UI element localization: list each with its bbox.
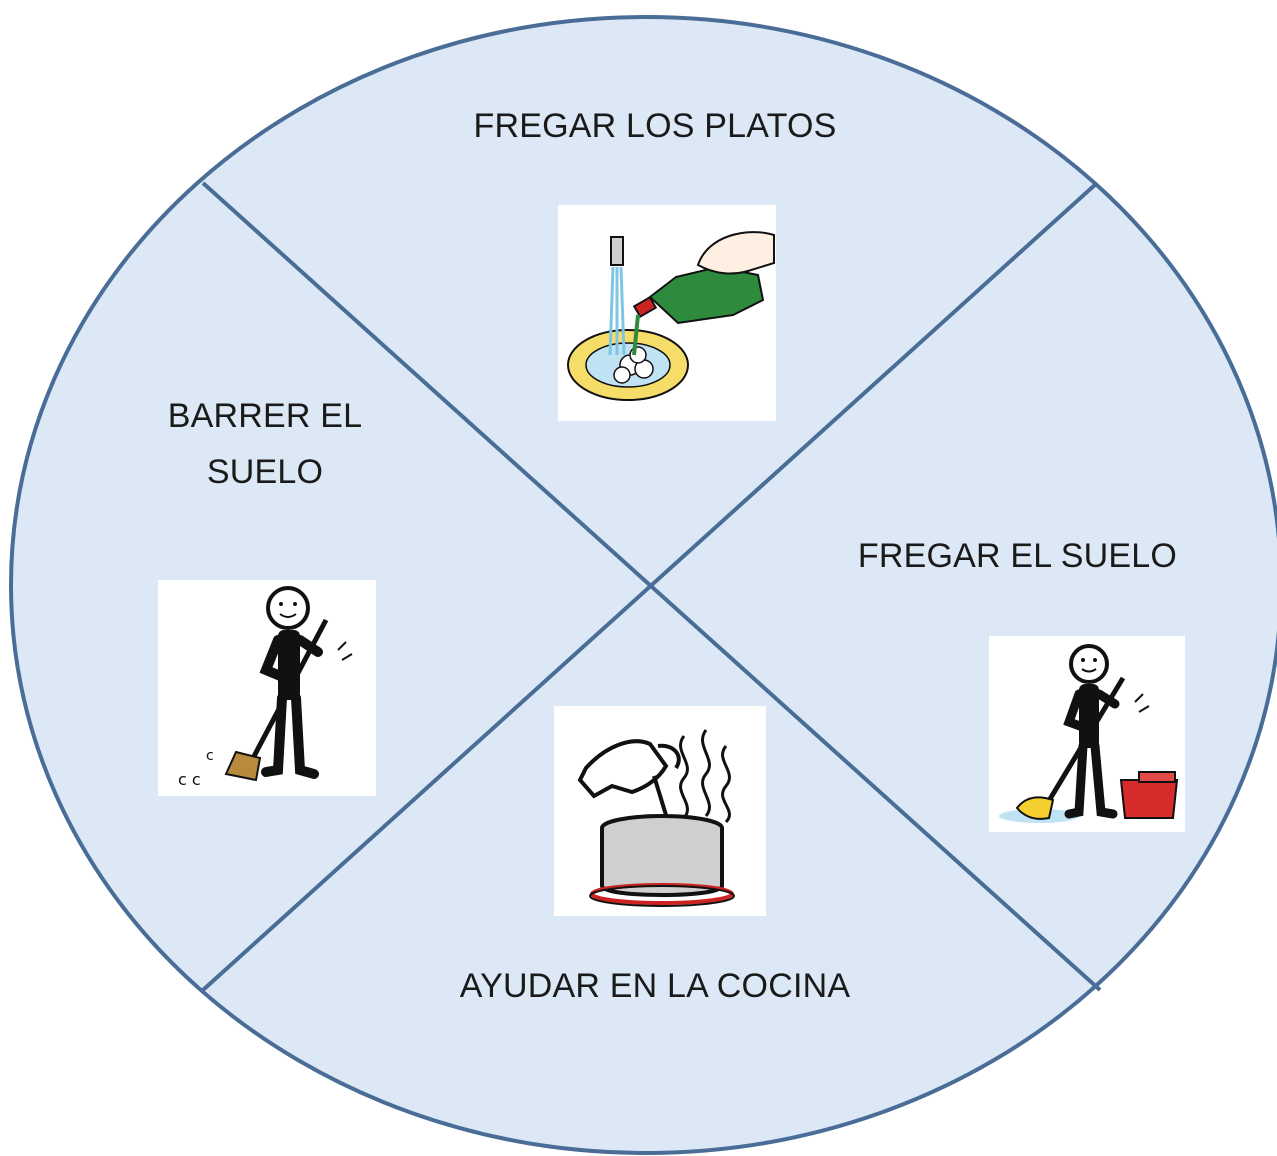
sweeping-icon: c c c — [158, 580, 376, 796]
section-label-left-line-1: BARRER EL — [167, 397, 363, 435]
section-label-left: BARRER EL SUELO — [140, 388, 390, 500]
section-label-bottom: AYUDAR EN LA COCINA — [459, 967, 851, 1005]
svg-text:c c: c c — [178, 770, 201, 789]
washing-dishes-icon — [558, 205, 776, 421]
svg-text:c: c — [206, 748, 214, 764]
section-label-right: FREGAR EL SUELO — [857, 537, 1178, 575]
section-label-top: FREGAR LOS PLATOS — [473, 107, 837, 145]
cooking-pot-icon — [554, 706, 766, 916]
divider-line-2 — [201, 181, 1099, 992]
wheel-circle — [9, 15, 1277, 1155]
mopping-icon — [989, 636, 1185, 832]
section-label-left-line-2: SUELO — [206, 453, 324, 491]
